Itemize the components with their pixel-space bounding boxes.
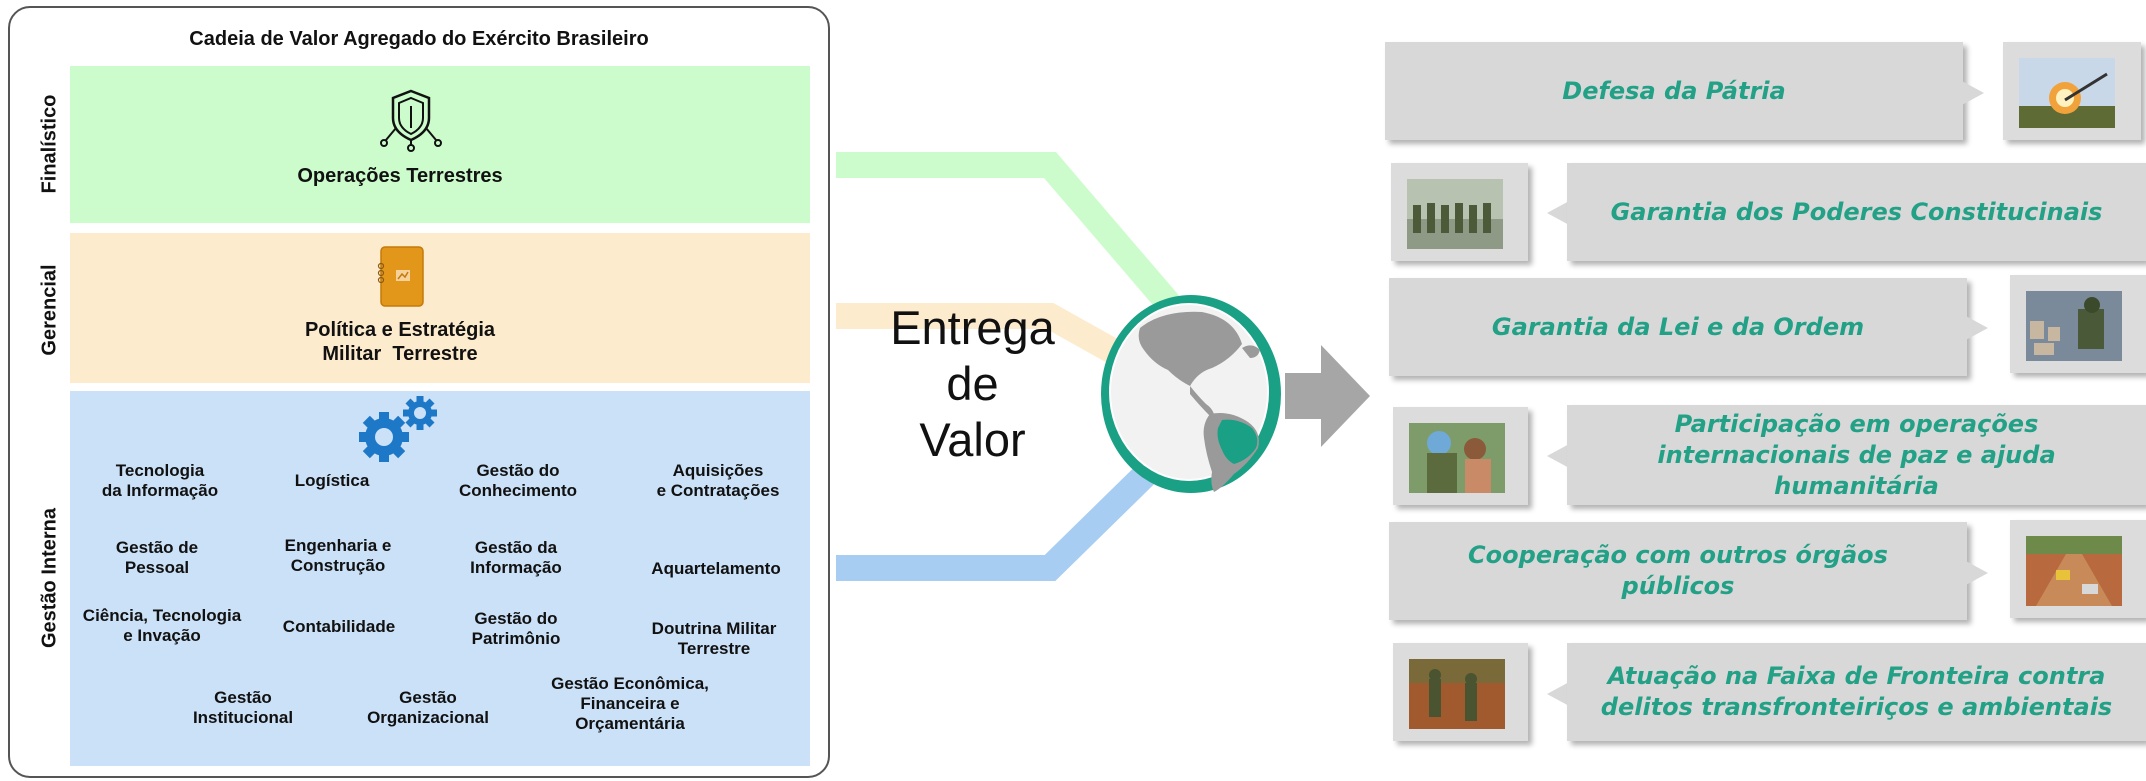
politica-estrategia-label: Política e Estratégia Militar Terrestre	[70, 318, 730, 366]
entrega-line-3: Valor	[919, 413, 1026, 466]
peacekeeper-photo	[1393, 407, 1528, 505]
card-text-line: Atuação na Faixa de Fronteira contra	[1607, 662, 2106, 690]
card-pointer	[1964, 560, 1988, 586]
entrega-line-2: de	[946, 357, 999, 410]
globe-brazil-icon	[1101, 295, 1281, 493]
card-text-line: delitos transfronteiriços e ambientais	[1600, 693, 2113, 721]
artillery-photo	[2003, 42, 2141, 140]
value-card-defesa-patria: Defesa da Pátria	[1385, 42, 1963, 140]
politica-line-2: Militar Terrestre	[322, 343, 478, 365]
entrega-line-1: Entrega	[890, 301, 1055, 354]
road-works-photo	[2010, 520, 2146, 618]
gestao-interna-band	[70, 391, 810, 766]
value-card-faixa-fronteira: Atuação na Faixa de Fronteira contra deli…	[1567, 643, 2146, 741]
entrega-de-valor-label: Entrega de Valor	[870, 300, 1075, 468]
blue-connector	[836, 460, 1160, 581]
value-card-lei-ordem: Garantia da Lei e da Ordem	[1389, 278, 1967, 376]
finalistico-band: Operações Terrestres	[70, 66, 810, 223]
card-text-line: Garantia dos Poderes Constitucinais	[1610, 197, 2103, 226]
card-text-line: Participação em operações	[1674, 409, 2039, 438]
notebook-icon	[377, 246, 424, 307]
card-text-line: humanitária	[1774, 471, 1939, 500]
panel-title: Cadeia de Valor Agregado do Exército Bra…	[189, 28, 649, 50]
gears-icon	[359, 396, 437, 462]
politica-line-1: Política e Estratégia	[304, 319, 496, 341]
card-pointer	[1960, 80, 1984, 106]
gi-item-contabilidade: Contabilidade	[282, 617, 396, 636]
border-patrol-photo	[1393, 643, 1528, 741]
gi-item-logistica: Logística	[294, 471, 370, 490]
arrow-right-icon	[1285, 345, 1370, 447]
soldier-city-photo	[2010, 275, 2146, 373]
card-text-line: Cooperação com outros órgãos	[1468, 541, 1888, 569]
gi-item-aquartelamento: Aquartelamento	[651, 559, 781, 578]
card-text-line: Garantia da Lei e da Ordem	[1491, 312, 1865, 341]
value-card-cooperacao: Cooperação com outros órgãos públicos	[1389, 522, 1967, 620]
value-card-poderes-constitucionais: Garantia dos Poderes Constitucinais	[1567, 163, 2146, 261]
orange-connector	[836, 303, 1132, 370]
card-pointer	[1547, 200, 1571, 226]
operacoes-terrestres-label: Operações Terrestres	[297, 165, 503, 187]
card-text-line: internacionais de paz e ajuda	[1657, 440, 2056, 469]
value-chain-panel: Cadeia de Valor Agregado do Exército Bra…	[8, 6, 830, 778]
green-connector	[836, 152, 1180, 314]
troops-formation-photo	[1391, 163, 1528, 261]
card-pointer	[1964, 315, 1988, 341]
card-pointer	[1547, 443, 1571, 469]
shield-network-icon	[380, 89, 442, 152]
card-text-line: Defesa da Pátria	[1562, 76, 1786, 105]
card-text-line: públicos	[1621, 572, 1735, 600]
gerencial-band: Política e Estratégia Militar Terrestre	[70, 233, 810, 383]
card-pointer	[1547, 681, 1571, 707]
